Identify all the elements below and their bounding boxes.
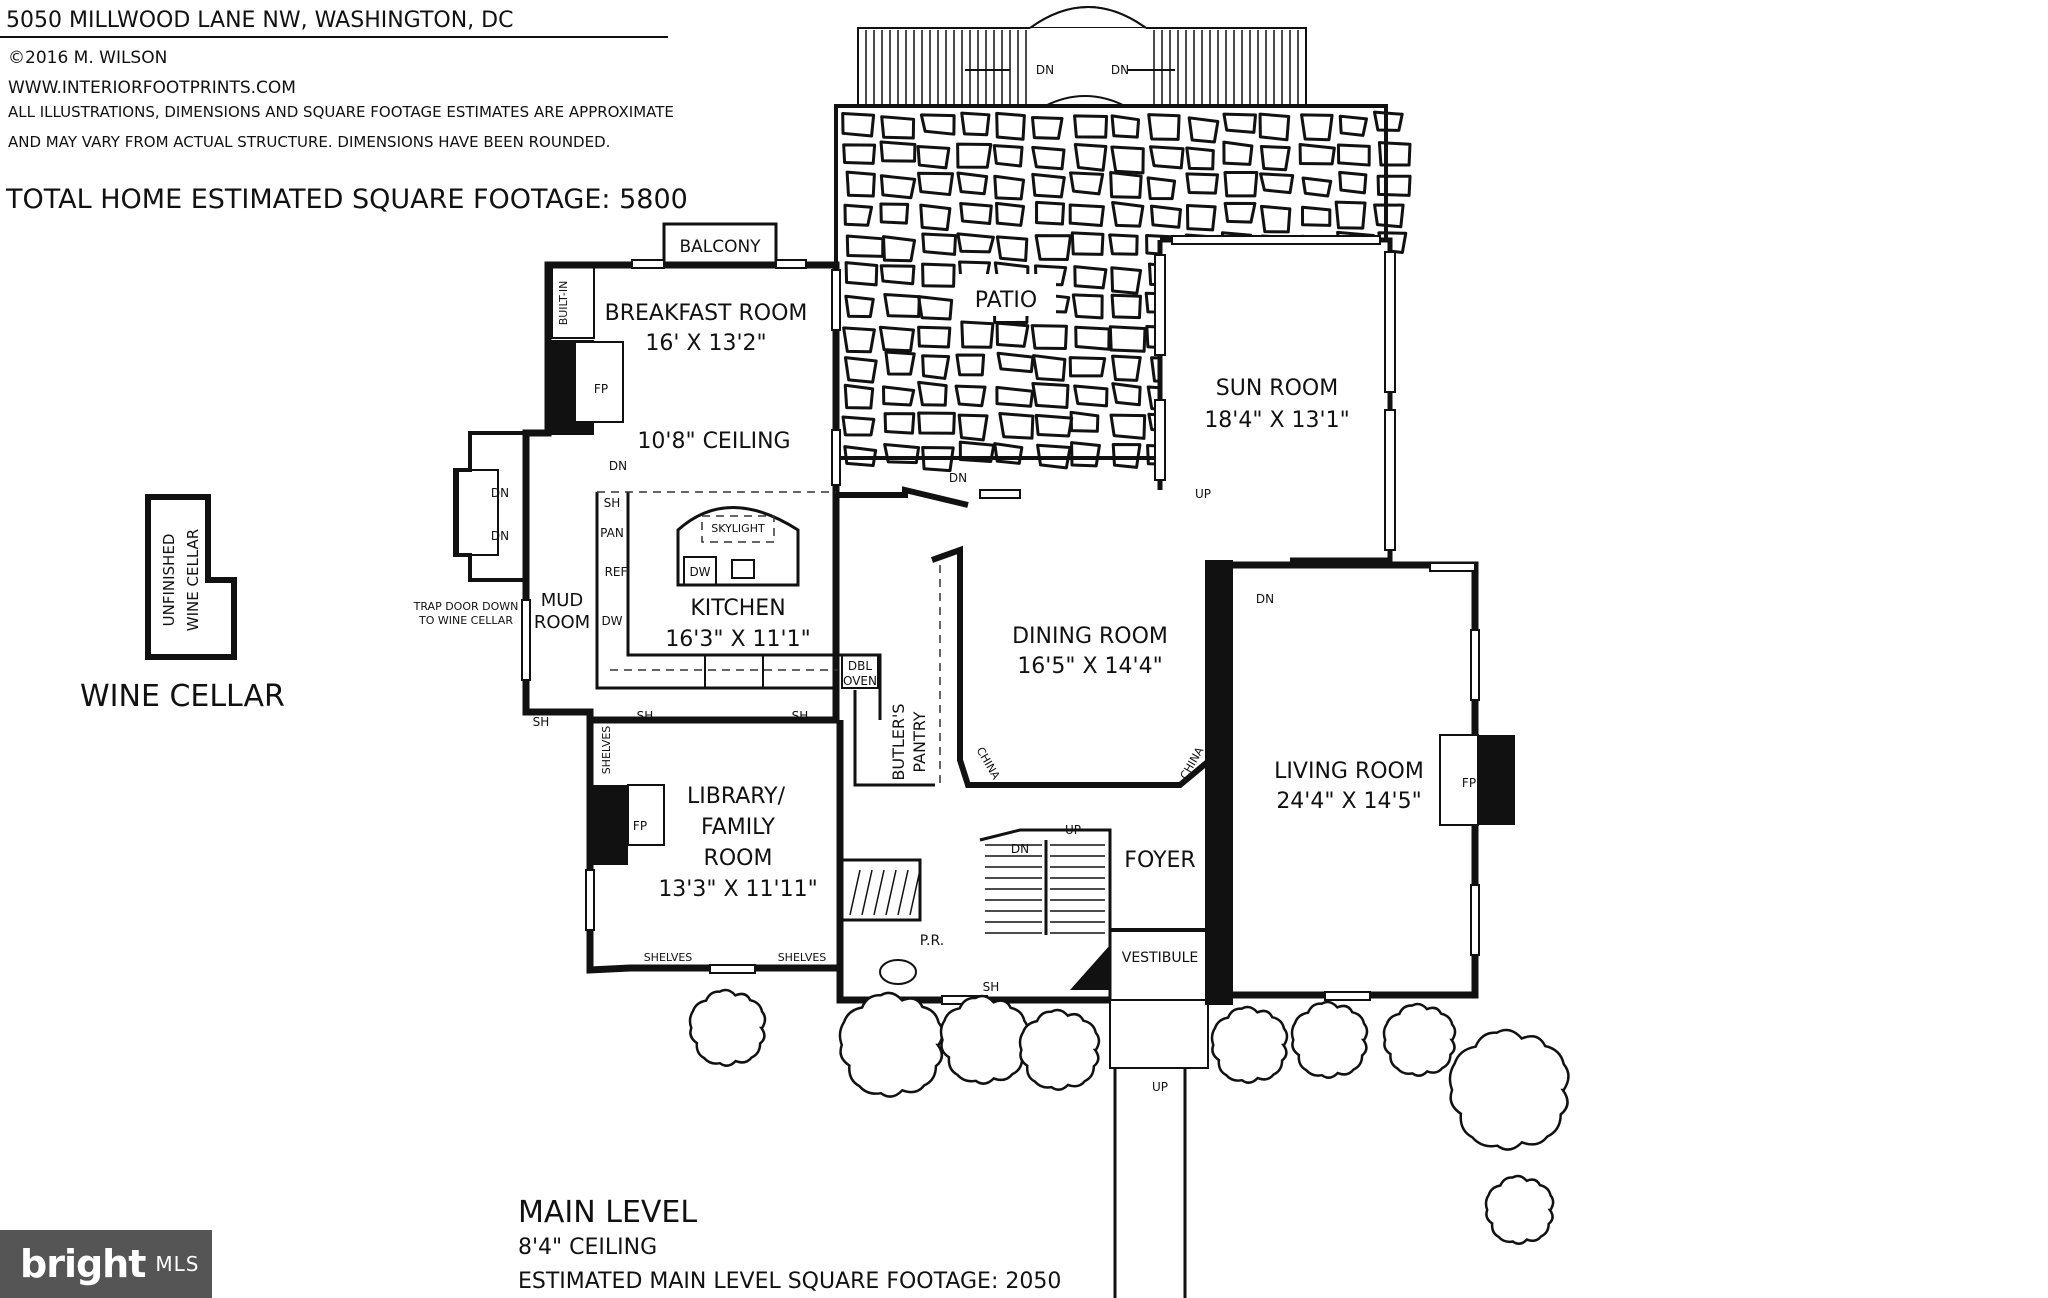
- butlers-pantry-1: BUTLER'S: [889, 703, 908, 780]
- bright-mls-watermark: bright MLS: [0, 1230, 212, 1298]
- kitchen-dims: 16'3" X 11'1": [665, 627, 810, 652]
- dw-label-kitchen: DW: [601, 614, 622, 628]
- dn-label-stair2: DN: [491, 529, 509, 543]
- shelves-vertical: SHELVES: [600, 726, 613, 775]
- address-text: 5050 MILLWOOD LANE NW, WASHINGTON, DC: [6, 8, 513, 33]
- powder-room-label: P.R.: [920, 933, 944, 949]
- library-name3: ROOM: [704, 846, 773, 871]
- trap-door1: TRAP DOOR DOWN: [413, 600, 519, 613]
- wine-cellar-label2: WINE CELLAR: [184, 529, 202, 631]
- patio-dn: DN: [949, 471, 967, 485]
- vestibule-label: VESTIBULE: [1122, 950, 1199, 966]
- sh-label-4: SH: [792, 709, 809, 723]
- sh-label-1: SH: [604, 496, 621, 510]
- up-label-foyer: UP: [1065, 823, 1081, 837]
- sun-room-name: SUN ROOM: [1216, 376, 1338, 401]
- living-dims: 24'4" X 14'5": [1276, 789, 1421, 814]
- dw-label-island: DW: [689, 565, 710, 579]
- dn-label-foyer: DN: [1011, 842, 1029, 856]
- dn-label-stair1: DN: [491, 486, 509, 500]
- library-name1: LIBRARY/: [687, 784, 786, 809]
- breakfast-kitchen-walls: [522, 261, 840, 724]
- sh-label-3: SH: [637, 709, 654, 723]
- sh-label-2: SH: [533, 715, 550, 729]
- living-name: LIVING ROOM: [1274, 759, 1424, 784]
- level-ceiling: 8'4" CEILING: [518, 1235, 657, 1260]
- deck-dn-right: DN: [1111, 63, 1129, 77]
- total-sqft-text: TOTAL HOME ESTIMATED SQUARE FOOTAGE: 580…: [5, 184, 688, 215]
- wine-cellar-title: WINE CELLAR: [80, 679, 285, 714]
- skylight-label: SKYLIGHT: [711, 522, 765, 535]
- deck-railings: [865, 30, 1299, 104]
- dbl-label: DBL: [848, 659, 872, 673]
- up-label-entry: UP: [1152, 1080, 1168, 1094]
- dn-label-living: DN: [1256, 592, 1274, 606]
- mud-name2: ROOM: [534, 612, 590, 633]
- deck-step: [1044, 95, 1126, 107]
- oven-label: OVEN: [843, 674, 877, 688]
- sun-room-up: UP: [1195, 487, 1211, 501]
- library-dims: 13'3" X 11'11": [658, 877, 817, 902]
- butlers-pantry-2: PANTRY: [910, 711, 929, 772]
- foyer-label: FOYER: [1124, 848, 1195, 873]
- disclaimer-line1: ALL ILLUSTRATIONS, DIMENSIONS AND SQUARE…: [8, 103, 674, 121]
- sun-room-dims: 18'4" X 13'1": [1204, 408, 1349, 433]
- living-fp: FP: [1462, 776, 1476, 790]
- balcony-outline: [662, 222, 778, 268]
- kitchen-island: [676, 506, 800, 587]
- wine-cellar: UNFINISHED WINE CELLAR WINE CELLAR: [80, 494, 285, 714]
- pan-label: PAN: [600, 526, 624, 540]
- deck-dn-left: DN: [1036, 63, 1054, 77]
- breakfast-fp: FP: [594, 382, 608, 396]
- footer: MAIN LEVEL 8'4" CEILING ESTIMATED MAIN L…: [518, 1195, 1061, 1294]
- built-in-label: BUILT-IN: [557, 281, 570, 326]
- china-label-left: CHINA: [974, 745, 1003, 782]
- copyright-text: ©2016 M. WILSON: [8, 48, 167, 68]
- wine-cellar-outline: [145, 494, 237, 660]
- patio-label: PATIO: [975, 288, 1037, 313]
- dining-name: DINING ROOM: [1012, 624, 1168, 649]
- shelves-left: SHELVES: [644, 951, 693, 964]
- level-title: MAIN LEVEL: [518, 1195, 697, 1230]
- sun-room: SUN ROOM 18'4" X 13'1" UP: [1154, 235, 1396, 563]
- ref-label: REF: [605, 565, 628, 579]
- dn-label-mud: DN: [609, 459, 627, 473]
- breakfast-name: BREAKFAST ROOM: [605, 301, 808, 326]
- level-sqft: ESTIMATED MAIN LEVEL SQUARE FOOTAGE: 205…: [518, 1269, 1061, 1294]
- balcony-label: BALCONY: [679, 237, 761, 257]
- room-labels: BALCONY BUILT-IN BREAKFAST ROOM 16' X 13…: [413, 237, 1476, 1094]
- foyer-stairs: [985, 840, 1110, 990]
- wine-cellar-label1: UNFINISHED: [160, 534, 178, 627]
- house-walls: [453, 222, 1515, 1298]
- shelves-right: SHELVES: [778, 951, 827, 964]
- kitchen-name: KITCHEN: [690, 596, 785, 621]
- watermark-suffix: MLS: [155, 1252, 200, 1276]
- library-name2: FAMILY: [701, 815, 775, 840]
- library-fp: FP: [633, 819, 647, 833]
- mud-name1: MUD: [541, 590, 584, 611]
- breakfast-ceiling: 10'8" CEILING: [637, 429, 790, 454]
- landscaping: [688, 988, 1570, 1245]
- header: 5050 MILLWOOD LANE NW, WASHINGTON, DC ©2…: [0, 8, 688, 215]
- trap-door2: TO WINE CELLAR: [418, 614, 513, 627]
- sh-label-5: SH: [983, 980, 1000, 994]
- breakfast-dims: 16' X 13'2": [645, 331, 766, 356]
- website-text: WWW.INTERIORFOOTPRINTS.COM: [8, 78, 296, 98]
- rear-deck: DN DN DN: [857, 6, 1307, 145]
- watermark-brand: bright: [20, 1242, 146, 1286]
- dining-dims: 16'5" X 14'4": [1017, 654, 1162, 679]
- disclaimer-line2: AND MAY VARY FROM ACTUAL STRUCTURE. DIME…: [8, 133, 610, 151]
